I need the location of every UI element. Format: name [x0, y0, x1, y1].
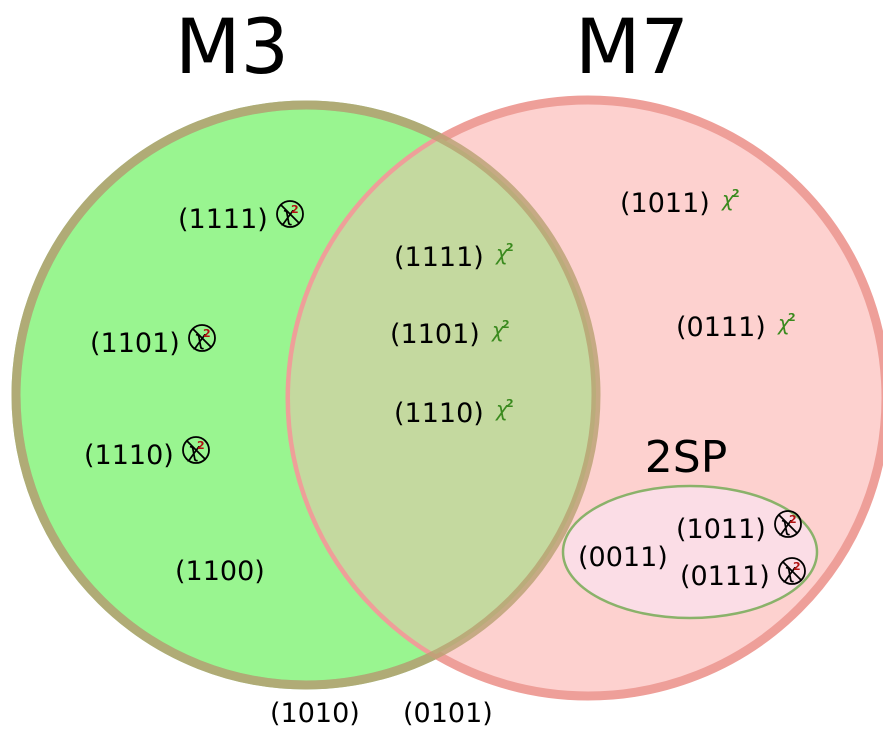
label-item: (1011) χ2	[676, 510, 802, 545]
2sp-title: 2SP	[645, 432, 727, 483]
genotype-label: (1010)	[270, 698, 360, 729]
genotype-label: (1101)	[90, 328, 180, 359]
m3-circle-border	[11, 100, 601, 690]
genotype-label: (1011)	[676, 514, 766, 545]
label-item: (0111) χ2	[680, 557, 806, 592]
label-item: (1110) χ2	[84, 436, 210, 471]
svg-text:2: 2	[793, 560, 801, 573]
svg-text:χ: χ	[721, 187, 735, 211]
2sp-ellipse	[561, 484, 819, 620]
label-item: (0011)	[578, 542, 668, 573]
svg-text:2: 2	[789, 513, 797, 526]
genotype-label: (1101)	[390, 319, 480, 350]
genotype-label: (1110)	[84, 440, 174, 471]
svg-text:2: 2	[506, 397, 514, 410]
label-item: (1101) χ2	[390, 318, 510, 350]
svg-text:χ: χ	[491, 318, 505, 342]
m7-title: M7	[575, 2, 689, 91]
outside-group: (1010) (0101)	[270, 698, 493, 729]
svg-text:2: 2	[506, 241, 514, 254]
svg-text:2: 2	[203, 327, 211, 340]
overlap-region	[290, 105, 596, 685]
svg-text:2: 2	[291, 203, 299, 216]
chi-square-pass-icon: χ2	[495, 241, 514, 265]
svg-text:2: 2	[788, 311, 796, 324]
label-item: (1110) χ2	[394, 397, 514, 429]
m3-only-group: (1111) χ2 (1101) χ2 (1110) χ2 (1100)	[84, 200, 304, 587]
label-item: (1100)	[175, 556, 265, 587]
chi-square-fail-icon: χ2	[778, 557, 806, 585]
label-item: (1101) χ2	[90, 324, 216, 359]
genotype-label: (1111)	[178, 204, 268, 235]
label-item: (0111) χ2	[676, 311, 796, 343]
label-item: (1011) χ2	[620, 187, 740, 219]
label-item: (1111) χ2	[178, 200, 304, 235]
svg-text:χ: χ	[777, 311, 791, 335]
chi-square-pass-icon: χ2	[495, 397, 514, 421]
genotype-label: (1111)	[394, 242, 484, 273]
svg-text:χ: χ	[495, 241, 509, 265]
svg-text:2: 2	[197, 439, 205, 452]
m3-title: M3	[175, 2, 289, 91]
chi-square-pass-icon: χ2	[491, 318, 510, 342]
genotype-label: (0101)	[403, 698, 493, 729]
m7-only-group: (1011)χ2 (0111)χ2	[620, 187, 796, 343]
svg-text:χ: χ	[495, 397, 509, 421]
chi-square-fail-icon: χ2	[774, 510, 802, 538]
genotype-label: (0111)	[680, 561, 770, 592]
genotype-label: (1100)	[175, 556, 265, 587]
label-item: (1010)	[270, 698, 360, 729]
2sp-group: (0011) (1011)χ2 (0111)χ2	[578, 510, 806, 592]
chi-square-fail-icon: χ2	[188, 324, 216, 352]
genotype-label: (1110)	[394, 398, 484, 429]
label-item: (0101)	[403, 698, 493, 729]
svg-text:2: 2	[732, 187, 740, 200]
genotype-label: (0111)	[676, 312, 766, 343]
overlap-group: (1111)χ2 (1101)χ2 (1110)χ2	[390, 241, 514, 429]
svg-text:2: 2	[502, 318, 510, 331]
label-item: (1111) χ2	[394, 241, 514, 273]
chi-square-fail-icon: χ2	[276, 200, 304, 228]
chi-square-fail-icon: χ2	[182, 436, 210, 464]
chi-square-pass-icon: χ2	[777, 311, 796, 335]
genotype-label: (0011)	[578, 542, 668, 573]
chi-square-pass-icon: χ2	[721, 187, 740, 211]
genotype-label: (1011)	[620, 188, 710, 219]
